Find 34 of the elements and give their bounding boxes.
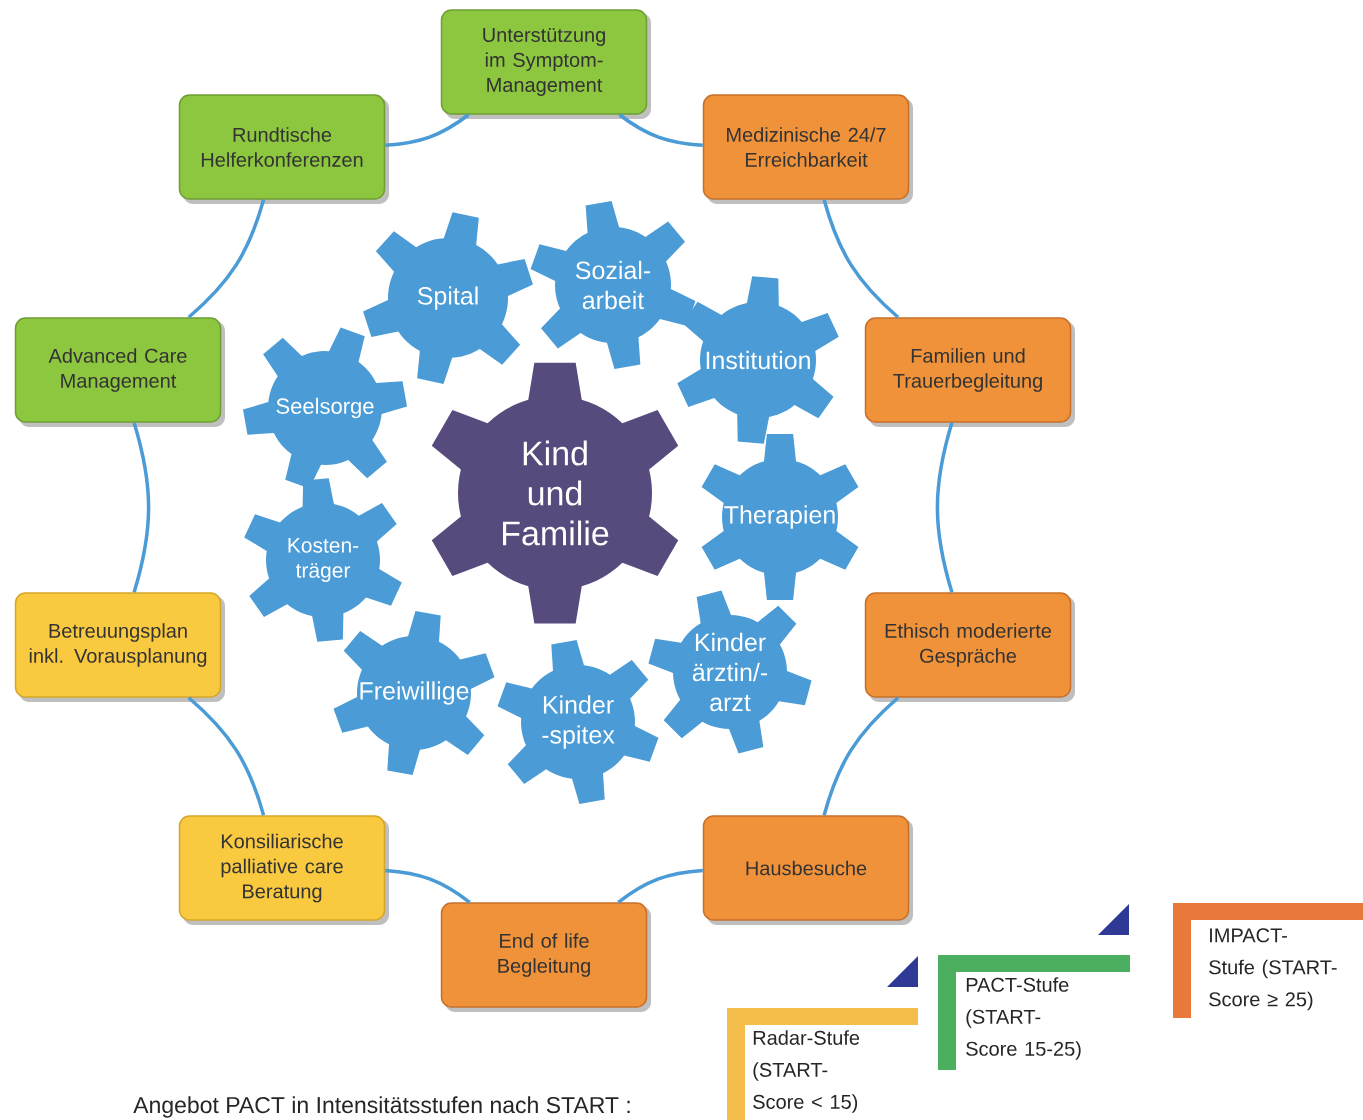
gear: Kosten- träger: [244, 478, 402, 642]
service-box: Hausbesuche: [702, 815, 913, 925]
legend-label: IMPACT-Stufe (START- Score ≥ 25): [1209, 928, 1337, 1011]
caption: Angebot PACT in Intensitätsstufen nach START :: [133, 1096, 630, 1118]
gear: Kinder ärztin/- arzt: [648, 590, 812, 754]
gear: Freiwillige: [333, 611, 495, 775]
ring-line: [385, 868, 471, 904]
service-box: Konsiliarische palliative care Beratung: [178, 815, 389, 925]
ring-line: [617, 868, 703, 904]
ring-line: [132, 422, 151, 593]
gear: Spital: [363, 212, 533, 384]
service-box: Rundtische Helferkonferenzen: [178, 94, 389, 204]
service-box: Betreuungsplan inkl. Vorausplanung: [14, 592, 225, 702]
gear: Kind und Familie: [431, 362, 679, 624]
service-box: Unterstützung im Symptom- Management: [440, 9, 651, 119]
gear: Sozial- arbeit: [530, 201, 696, 369]
legend-label: Radar-Stufe (START- Score < 15): [753, 1030, 860, 1113]
ring-line: [822, 696, 900, 816]
service-box: Medizinische 24/7 Erreichbarkeit: [702, 94, 913, 204]
gear: Institution: [677, 276, 839, 444]
ring-line: [187, 199, 266, 319]
service-box: Ethisch moderierte Gespräche: [864, 592, 1075, 702]
ring-line: [935, 422, 954, 593]
gear: Seelsorge: [243, 327, 407, 489]
ring-line: [385, 113, 470, 147]
ring-line: [618, 113, 703, 147]
legend-label: PACT-Stufe (START- Score 15-25): [966, 977, 1081, 1060]
service-box: Advanced Care Management: [14, 317, 225, 427]
ring-line: [822, 199, 900, 319]
ring-line: [187, 696, 266, 816]
gear: Therapien: [701, 434, 859, 600]
service-box: End of life Begleitung: [440, 902, 651, 1012]
gear: Kinder -spitex: [497, 640, 659, 804]
service-box: Familien und Trauerbegleitung: [864, 317, 1075, 427]
